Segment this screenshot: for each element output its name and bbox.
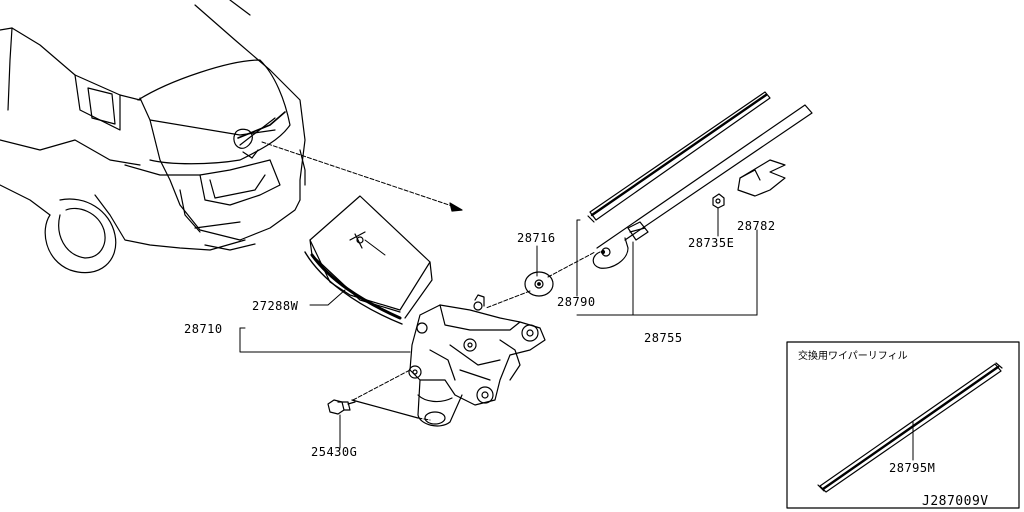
diagram-id: J287009V bbox=[922, 494, 989, 509]
wiper-motor-28710 bbox=[408, 294, 546, 427]
bolt-25430G bbox=[327, 369, 431, 421]
leader-lines bbox=[239, 207, 914, 461]
part-label-28782: 28782 bbox=[737, 219, 776, 233]
seal-cover-27288W bbox=[304, 195, 433, 325]
washer-28716 bbox=[485, 251, 596, 309]
wiper-arm-assembly bbox=[587, 91, 813, 269]
part-label-28716: 28716 bbox=[517, 231, 556, 245]
refill-inset bbox=[786, 341, 1020, 509]
part-label-27288W: 27288W bbox=[252, 299, 299, 313]
part-label-28795M: 28795M bbox=[889, 461, 936, 475]
part-label-28710: 28710 bbox=[184, 322, 223, 336]
vehicle-rear-illustration bbox=[0, 0, 306, 274]
part-label-28790: 28790 bbox=[557, 295, 596, 309]
refill-inset-title: 交換用ワイパーリフィル bbox=[798, 351, 908, 362]
part-label-28755: 28755 bbox=[644, 331, 683, 345]
location-arrow bbox=[261, 141, 463, 212]
part-label-25430G: 25430G bbox=[311, 445, 358, 459]
part-label-28735E: 28735E bbox=[688, 236, 735, 250]
